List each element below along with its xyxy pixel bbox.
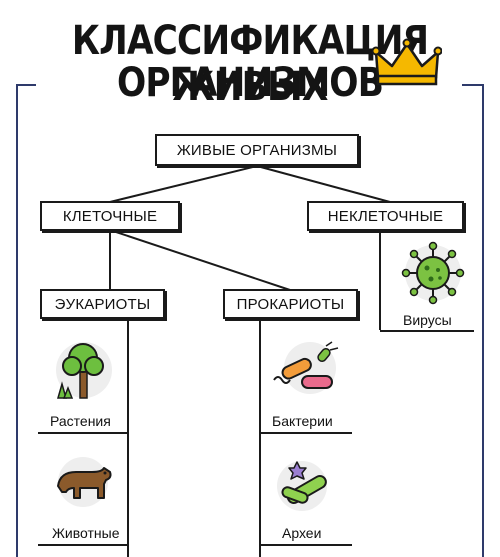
virus-icon	[401, 241, 465, 305]
node-prokaryotes: ПРОКАРИОТЫ	[223, 289, 358, 319]
leaf-plants-underline	[38, 432, 128, 434]
leaf-bacteria-underline	[260, 432, 352, 434]
frame-top-left-border	[16, 84, 36, 86]
page-title-line-1: КЛАССИФИКАЦИЯ ЖИВЫХ	[71, 18, 429, 110]
node-cellular: КЛЕТОЧНЫЕ	[40, 201, 180, 231]
bacteria-icon	[273, 341, 339, 394]
leaf-viruses-underline	[380, 330, 474, 332]
crown-icon	[372, 38, 442, 86]
bear-icon	[57, 457, 112, 507]
leaf-animals-underline	[38, 544, 128, 546]
tree-icon	[56, 342, 112, 399]
node-noncellular: НЕКЛЕТОЧНЫЕ	[307, 201, 464, 231]
page-title-line-2: ОРГАНИЗМОВ	[116, 60, 384, 106]
leaf-plants-label: Растения	[50, 413, 111, 429]
node-living-organisms: ЖИВЫЕ ОРГАНИЗМЫ	[155, 134, 359, 166]
frame-top-right-border	[462, 84, 484, 86]
leaf-viruses-label: Вирусы	[403, 312, 452, 328]
archaea-icon	[277, 461, 327, 511]
leaf-archaea-label: Археи	[282, 525, 322, 541]
frame-right-border	[482, 84, 484, 557]
frame-left-border	[16, 84, 18, 557]
node-eukaryotes: ЭУКАРИОТЫ	[40, 289, 165, 319]
leaf-bacteria-label: Бактерии	[272, 413, 333, 429]
leaf-archaea-underline	[260, 544, 352, 546]
leaf-animals-label: Животные	[52, 525, 120, 541]
